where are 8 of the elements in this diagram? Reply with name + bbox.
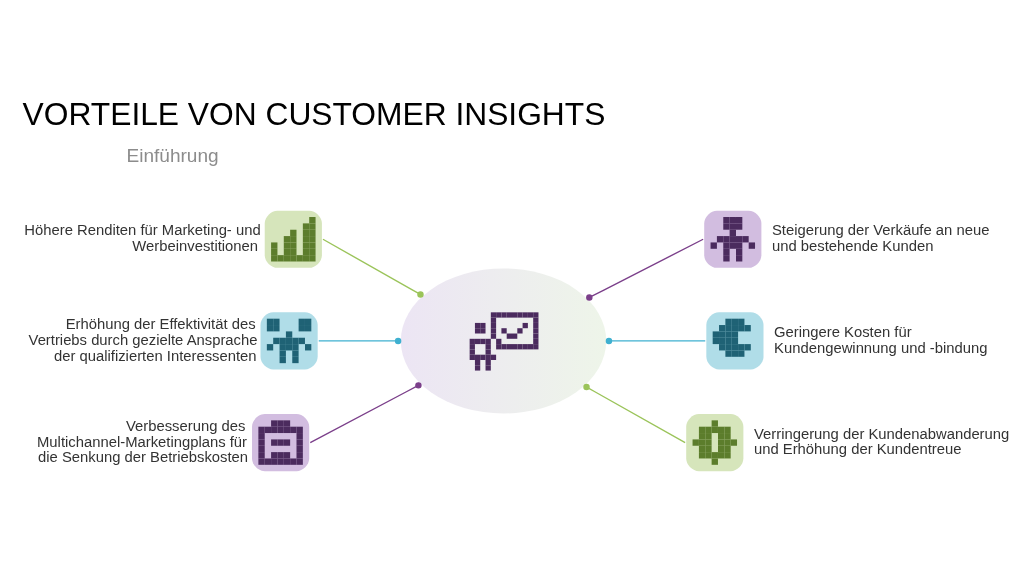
node-label: Verbesserung des Multichannel-Marketingplans für die Senkung der Betriebskosten	[37, 417, 249, 465]
node-label: Geringere Kosten für Kundengewinnung und -bindung	[774, 323, 988, 356]
node-label: Verringerung der Kundenabwanderung und Erhöhung der Kundentreue	[753, 425, 1010, 457]
label: Einführung	[126, 144, 219, 166]
node-label: Höhere Renditen für Marketing- und Werbeinvestitionen	[24, 221, 261, 254]
node-label: Steigerung der Verkäufe an neue und bestehende Kunden	[771, 221, 990, 254]
diagram-title: VORTEILE VON CUSTOMER INSIGHTS	[22, 95, 606, 132]
node-label: Erhöhung der Effektivität des Vertriebs durch gezielte Ansprache der qualifizierten Interessenten	[28, 315, 258, 364]
